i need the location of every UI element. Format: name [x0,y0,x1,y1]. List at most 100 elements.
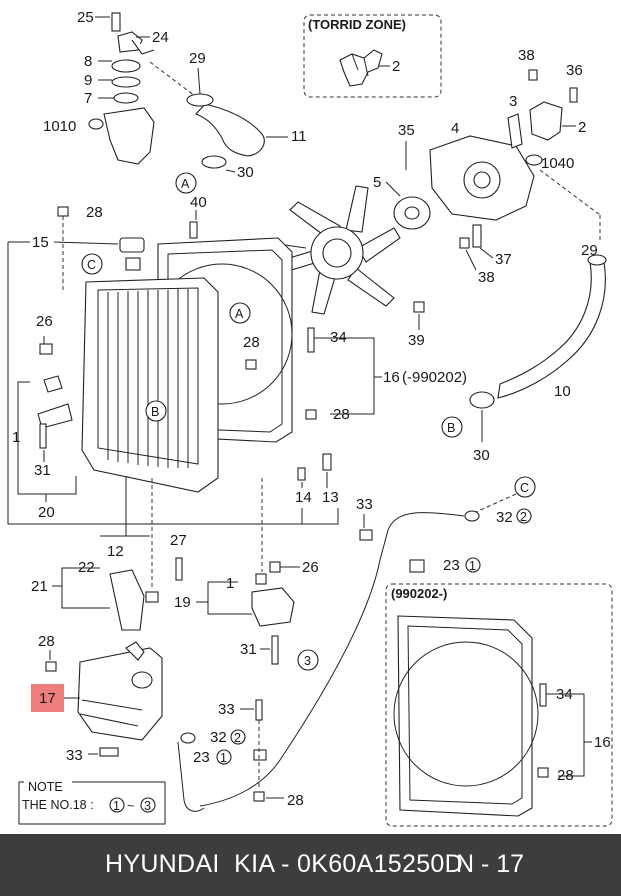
callout-16-mid: 16 [383,369,400,386]
callout-1-center: 1 [226,575,234,592]
callout-27: 27 [170,532,187,549]
callout-20: 20 [38,504,55,521]
clamp-32-center [180,732,196,744]
callout-30-right: 30 [473,447,490,464]
ref-b-right: B [447,421,455,435]
callout-25: 25 [77,9,94,26]
callout-10: 10 [554,383,571,400]
callout-14: 14 [295,489,312,506]
callout-1010: 1010 [43,118,76,135]
note-range-sep: ~ [127,799,134,813]
nut-39 [413,301,425,313]
lower-hose [469,254,607,409]
nut-28-mid2 [305,409,317,420]
ref-b-mid: B [151,405,159,419]
sub-marker-2-right: 2 [520,510,527,524]
ref-circle-b-right [441,416,463,438]
callout-28-mid: 28 [243,334,260,351]
callout-1040: 1040 [541,155,574,172]
torrid-zone-label: (TORRID ZONE) [308,17,406,32]
bolt-38 [459,237,470,249]
callout-31-center: 31 [240,641,257,658]
callout-24: 24 [152,29,169,46]
footer-part-number: HYUNDAI KIA - 0K60A15250D [105,850,463,878]
ref-circle-a-mid [229,302,251,324]
bolt-31-left [39,423,47,449]
callout-28-mid2: 28 [333,406,350,423]
bolt-37 [472,224,482,248]
callout-39: 39 [408,332,425,349]
insulator-22 [145,591,159,603]
callout-36: 36 [566,62,583,79]
note-circle-start [109,797,125,813]
footer-bar: HYUNDAI KIA - 0K60A15250D N - 17 [0,834,621,896]
callout-8: 8 [84,53,92,70]
callout-23-right: 23 [443,557,460,574]
water-pump-assembly [393,69,578,230]
ref-circle-3 [297,649,319,671]
bolt-34-mid [307,327,315,353]
callout-2-torrid: 2 [392,58,400,75]
callout-12: 12 [107,543,124,560]
bolt-27 [175,557,183,581]
mount-bracket-center [251,587,295,627]
nut-28-mid [245,359,257,370]
nut-28-topleft [57,206,69,217]
reservoir-tank [77,641,163,741]
ref-circle-b-mid [145,400,167,422]
callout-28-topleft: 28 [86,204,103,221]
callout-30-top: 30 [237,164,254,181]
drain-cock-13 [322,453,332,471]
marker-2-right [516,508,532,524]
cooling-fan [275,185,401,315]
bolt-40 [189,221,198,239]
callout-15: 15 [32,234,49,251]
callout-11: 11 [291,128,307,145]
overflow-hose [177,512,465,812]
upper-hose [186,93,265,169]
callout-26-left: 26 [36,313,53,330]
callout-3-hose: 3 [304,654,311,668]
callout-28-tank: 28 [38,633,55,650]
marker-1-center [216,749,232,765]
note-title: NOTE [28,780,63,794]
bolt-33-left [99,747,119,757]
variant-label-1: (-990202) [402,369,467,386]
ref-a-top: A [181,177,190,191]
callout-33-center: 33 [218,701,235,718]
callout-29-right: 29 [581,242,598,259]
bolt-34-box [539,683,547,707]
mount-bracket-left [37,403,73,429]
parts-diagram: (TORRID ZONE) 2 25 24 8 9 7 1010 29 11 3… [7,9,613,827]
sub-marker-1-right: 1 [469,559,476,573]
ref-c-left: C [87,258,96,272]
callout-4: 4 [451,120,459,137]
drain-plug-14 [297,467,306,481]
callout-16-box: 16 [594,734,611,751]
callout-23-center: 23 [193,749,210,766]
ref-a-mid: A [235,307,244,321]
sub-marker-2-center: 2 [234,731,241,745]
mount-insulator-left [43,375,63,393]
variant-label-2: (990202-) [391,586,447,601]
callout-31-left: 31 [34,462,51,479]
callout-33-left: 33 [66,747,83,764]
clip-33-right [359,529,373,541]
callout-32-center: 32 [210,729,227,746]
radiator [81,237,219,493]
note-circle-end [140,797,156,813]
bolt-33-center [255,699,263,721]
callout-1-left: 1 [12,429,20,446]
callout-38-mid: 38 [478,269,495,286]
note-range-start: 1 [113,799,120,813]
callout-13: 13 [322,489,339,506]
marker-2-center [230,729,246,745]
nut-28-tank [45,661,57,672]
callout-29-top: 29 [189,50,206,67]
fan-shroud-990202 [393,615,539,817]
callout-32-right: 32 [496,509,513,526]
callout-2-top: 2 [578,119,586,136]
callout-40: 40 [190,194,207,211]
ref-circle-c-left [81,253,103,275]
callout-17: 17 [39,690,56,707]
